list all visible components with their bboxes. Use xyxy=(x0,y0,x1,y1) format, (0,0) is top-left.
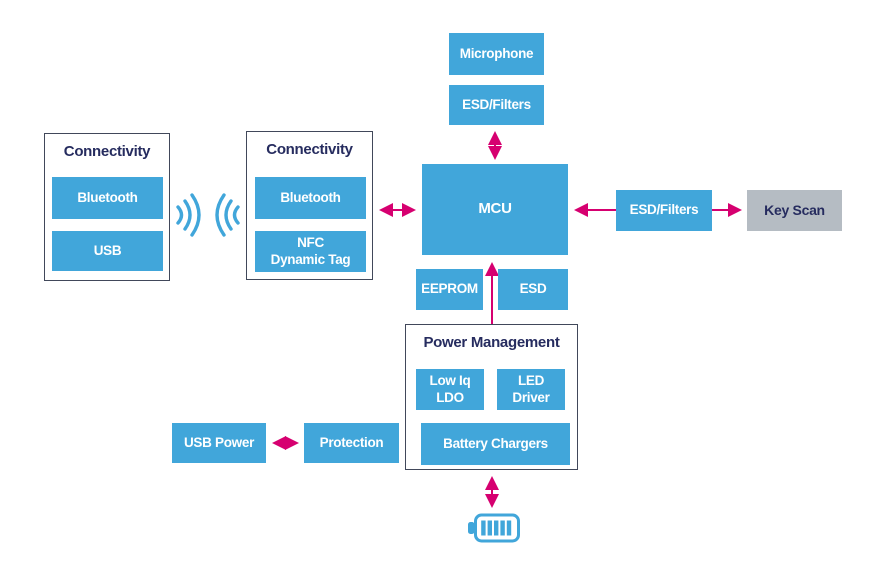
ldo-label-line2: LDO xyxy=(436,389,464,405)
battery-charge-bars xyxy=(481,520,512,536)
block-microphone: Microphone xyxy=(449,33,544,75)
block-bluetooth-left: Bluetooth xyxy=(52,177,163,219)
block-esd-filters-top: ESD/Filters xyxy=(449,85,544,125)
ldo-label-line1: Low Iq xyxy=(429,372,471,388)
led-label-line1: LED xyxy=(517,372,545,388)
nfc-label-line1: NFC xyxy=(297,234,324,250)
group-connectivity-left-title: Connectivity xyxy=(63,143,151,160)
block-mcu: MCU xyxy=(422,164,568,255)
block-usb: USB xyxy=(52,231,163,271)
group-connectivity-right-title: Connectivity xyxy=(266,141,353,158)
group-power-management-title: Power Management xyxy=(423,334,560,351)
block-usb-power: USB Power xyxy=(172,423,266,463)
block-low-iq-ldo: Low Iq LDO xyxy=(416,369,484,410)
block-nfc-dynamic-tag: NFC Dynamic Tag xyxy=(255,231,366,272)
group-connectivity-left: Connectivity Bluetooth USB xyxy=(44,133,170,281)
wireless-waves-receive-icon xyxy=(215,193,240,237)
led-label-line2: Driver xyxy=(512,389,550,405)
block-eeprom: EEPROM xyxy=(416,269,483,310)
group-power-management: Power Management Low Iq LDO LED Driver B… xyxy=(405,324,578,470)
nfc-label-line2: Dynamic Tag xyxy=(270,251,351,267)
block-battery-chargers: Battery Chargers xyxy=(421,423,570,465)
battery-icon xyxy=(468,513,520,543)
group-connectivity-right: Connectivity Bluetooth NFC Dynamic Tag xyxy=(246,131,373,280)
block-bluetooth-right: Bluetooth xyxy=(255,177,366,219)
block-led-driver: LED Driver xyxy=(497,369,565,410)
battery-terminal xyxy=(468,522,475,534)
block-esd-filters-right: ESD/Filters xyxy=(616,190,712,231)
block-protection: Protection xyxy=(304,423,399,463)
block-key-scan: Key Scan xyxy=(747,190,842,231)
block-esd: ESD xyxy=(498,269,568,310)
wireless-waves-transmit-icon xyxy=(176,193,201,237)
